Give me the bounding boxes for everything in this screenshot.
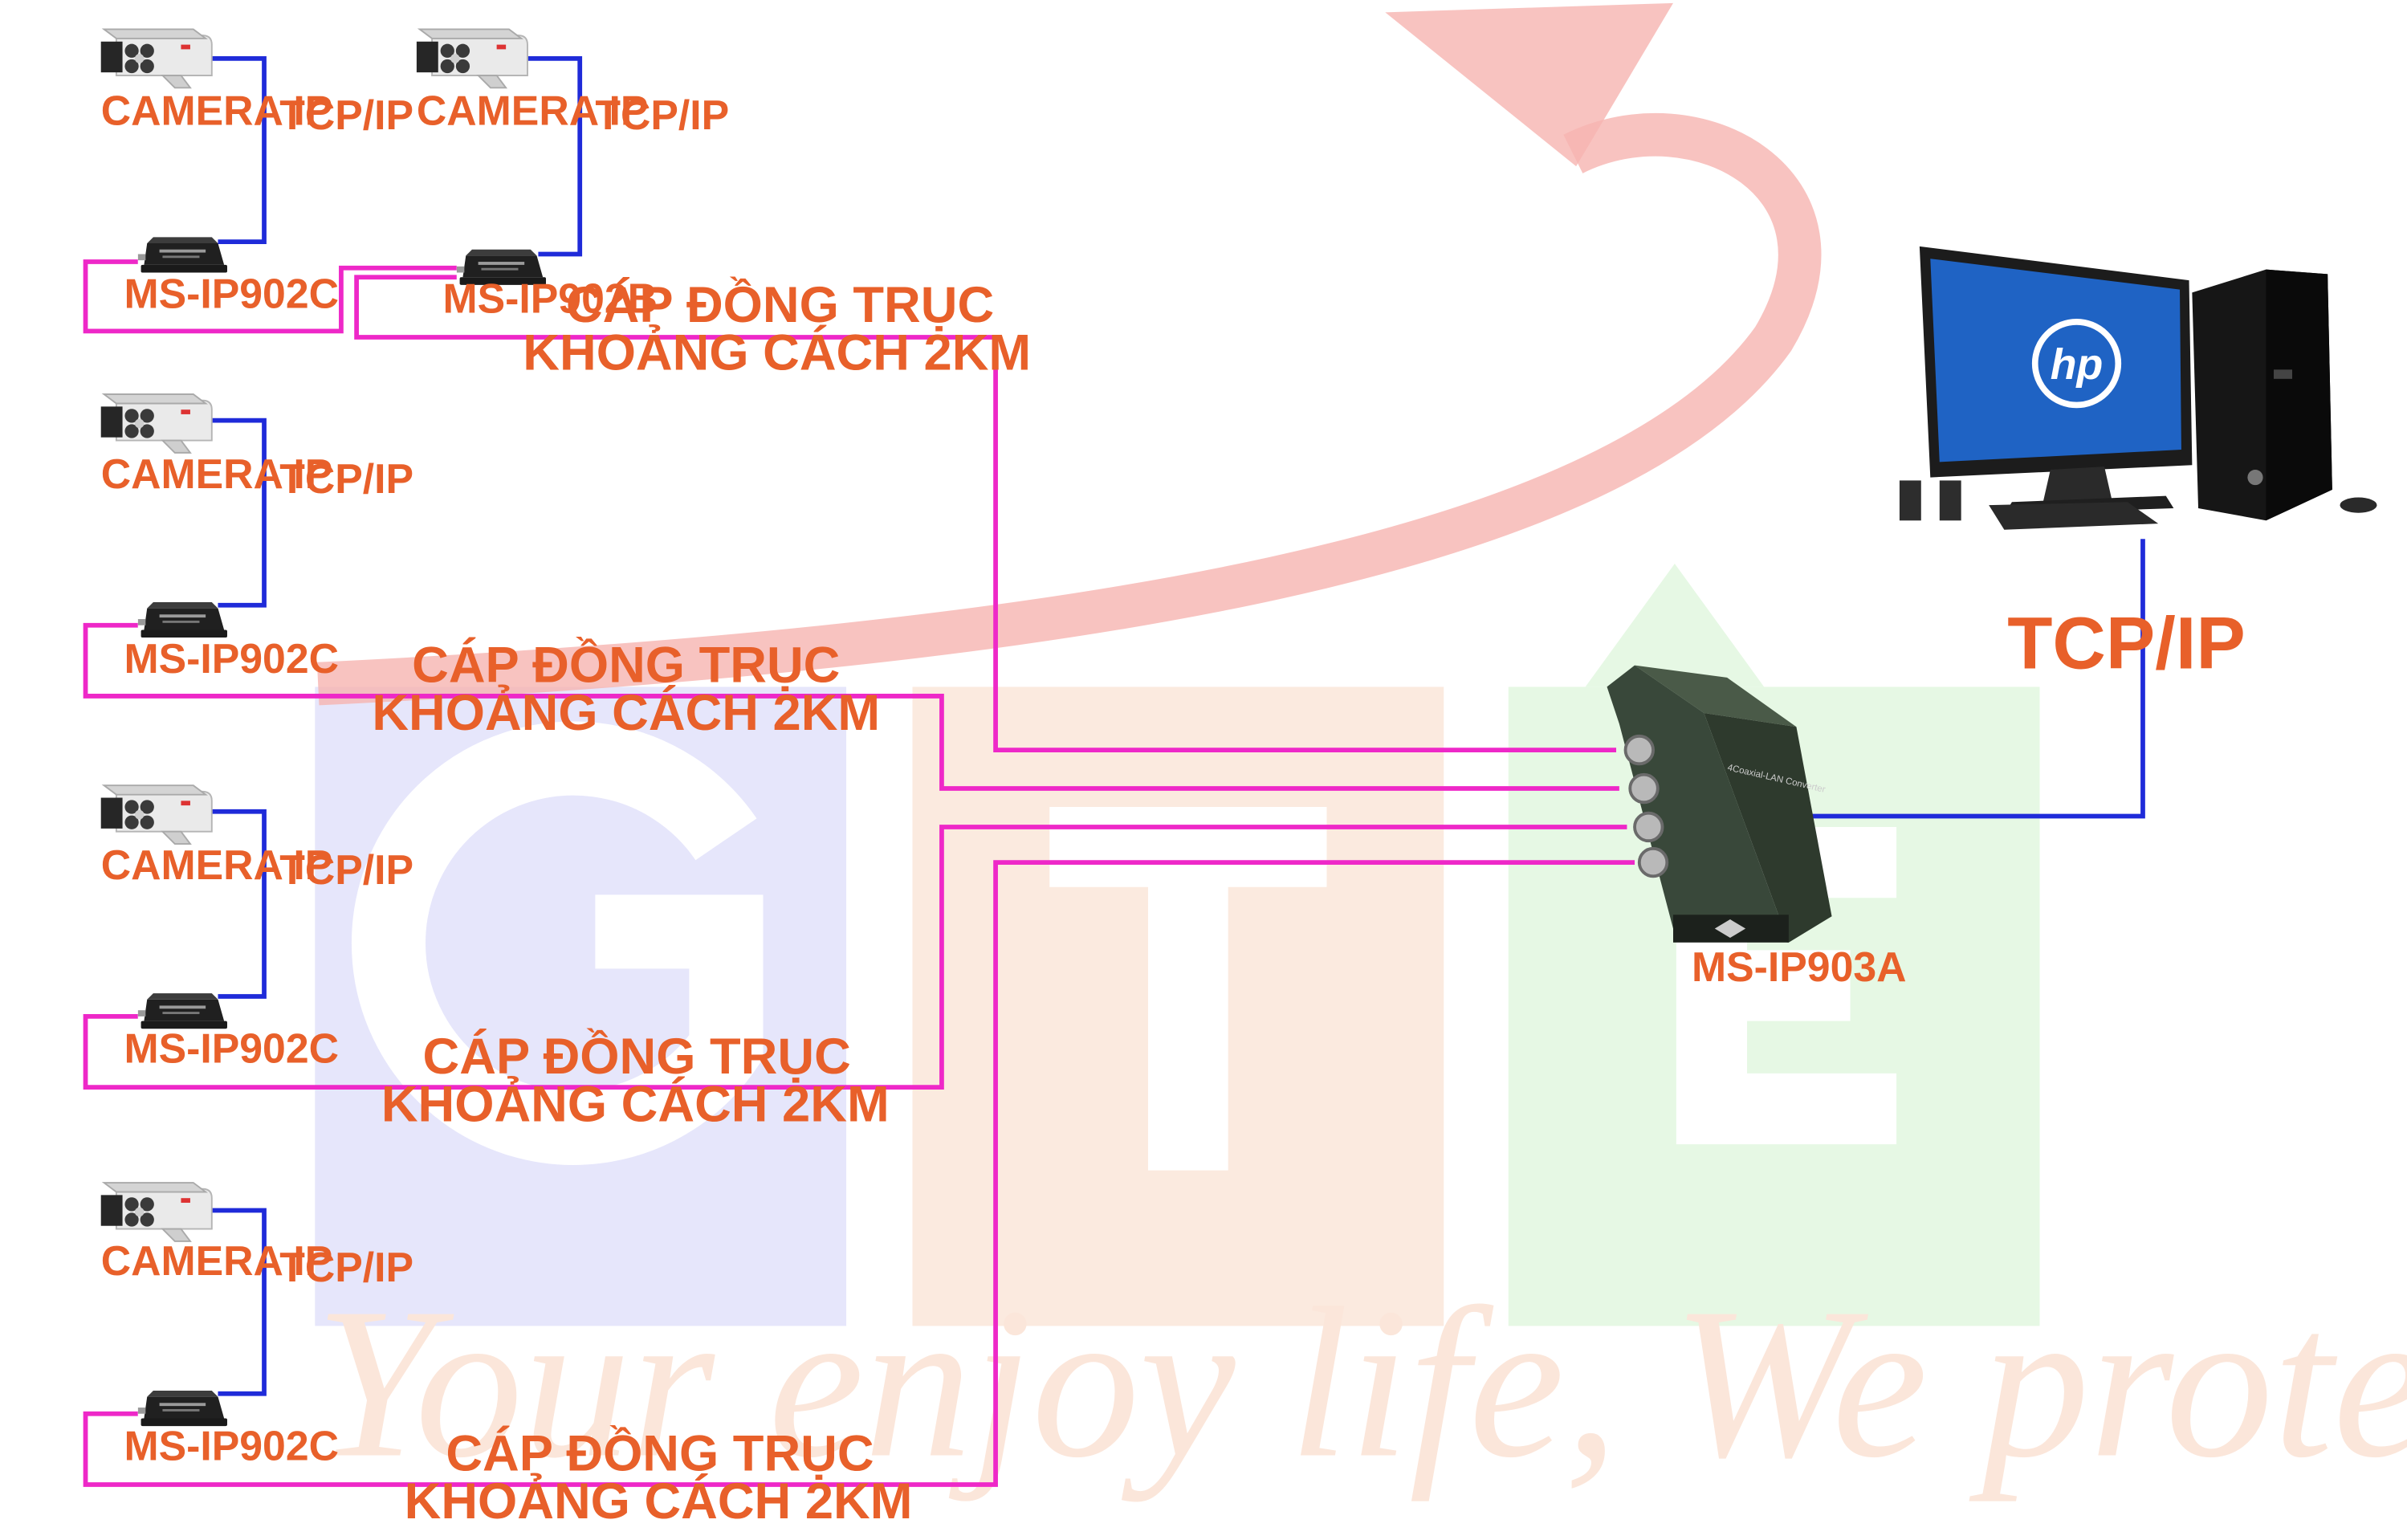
bnc-port-1 [1623, 734, 1655, 766]
cable-type-label: CÁP ĐỒNG TRỤC [566, 276, 994, 333]
camera-label: CAMERA IP [101, 450, 333, 497]
ethernet-cable-5 [210, 1208, 267, 1396]
monitor-stand [2042, 466, 2112, 504]
encoder-5: MS-IP902C [124, 1390, 339, 1469]
receiver-ms-ip903a: 4Coaxial-LAN Converter MS-IP903A [1607, 665, 1907, 990]
ip-encoder-icon [137, 601, 227, 638]
encoder-label: MS-IP902C [124, 1025, 339, 1071]
cable-label-4: CÁP ĐỒNG TRỤC KHOẢNG CÁCH 2KM [405, 1425, 913, 1530]
cable-distance-label: KHOẢNG CÁCH 2KM [372, 684, 880, 741]
camera-label: CAMERA IP [101, 87, 333, 133]
speaker-left-icon [1899, 480, 1921, 521]
encoder-label: MS-IP902B [443, 275, 658, 321]
camera-label: CAMERA IP [101, 841, 333, 888]
cable-label-1: CÁP ĐỒNG TRỤC KHOẢNG CÁCH 2KM [523, 276, 1031, 381]
coax-cable-link [83, 259, 457, 334]
ip-encoder-icon [137, 993, 227, 1029]
encoder-4: MS-IP902C [124, 993, 339, 1071]
ethernet-cable-3 [210, 418, 267, 608]
coax-lan-converter-icon: 4Coaxial-LAN Converter [1607, 665, 1832, 943]
speaker-right-icon [1939, 480, 1961, 521]
tcp-label-5: TCP/IP [279, 1244, 413, 1290]
coax-cables [83, 259, 1635, 1487]
bnc-port-2 [1628, 772, 1660, 805]
camera-ip-icon [100, 393, 213, 454]
ip-encoder-icon [137, 237, 227, 273]
hp-logo-text: hp [2051, 340, 2104, 389]
camera-ip-5: CAMERA IP [100, 1182, 333, 1284]
camera-label: CAMERA IP [417, 87, 649, 133]
ethernet-cable-2 [526, 56, 583, 257]
bnc-port-3 [1633, 811, 1664, 843]
cable-type-label: CÁP ĐỒNG TRỤC [423, 1028, 851, 1085]
logo-swoosh-arrow [316, 113, 1822, 706]
ethernet-cable-pc [1804, 539, 2145, 819]
hp-logo-icon [2031, 319, 2122, 409]
tower-logo-icon [2247, 469, 2263, 486]
camera-ip-2: CAMERA IP [415, 28, 649, 133]
logo-letter-g [352, 721, 764, 1165]
cable-distance-label: KHOẢNG CÁCH 2KM [381, 1075, 890, 1132]
camera-ip-3: CAMERA IP [100, 393, 333, 497]
encoder-3: MS-IP902C [124, 601, 339, 682]
ip-encoder-icon [137, 1390, 227, 1427]
cable-type-label: CÁP ĐỒNG TRỤC [446, 1425, 874, 1482]
logo-letter-t [1049, 807, 1327, 1171]
camera-ip-icon [100, 1182, 213, 1242]
logo-arrow-head [1385, 2, 1673, 167]
encoder-2: MS-IP902B [443, 249, 658, 321]
camera-ip-icon [100, 28, 213, 89]
monitor-screen [1930, 259, 2181, 462]
tcp-label-1: TCP/IP [279, 92, 413, 138]
coax-cable-3 [83, 825, 1627, 1090]
ethernet-cable-1 [210, 56, 267, 245]
cable-label-2: CÁP ĐỒNG TRỤC KHOẢNG CÁCH 2KM [372, 637, 880, 741]
camera-ip-icon [415, 28, 528, 89]
cable-distance-label: KHOẢNG CÁCH 2KM [405, 1473, 913, 1530]
tcp-label-4: TCP/IP [279, 846, 413, 893]
cable-distance-label: KHOẢNG CÁCH 2KM [523, 324, 1031, 381]
coax-cable-1 [354, 275, 1617, 752]
hp-desktop-computer-icon: hp [1899, 246, 2377, 530]
camera-ip-4: CAMERA IP [100, 784, 333, 888]
mouse-icon [2340, 497, 2377, 513]
logo-green-peak [1585, 563, 1765, 687]
cable-label-3: CÁP ĐỒNG TRỤC KHOẢNG CÁCH 2KM [381, 1028, 890, 1132]
coax-cable-2 [83, 622, 1619, 791]
slogan-text: Your enjoy life, We protect yours [315, 1265, 2407, 1503]
tcp-label-2: TCP/IP [595, 92, 729, 138]
cable-type-label: CÁP ĐỒNG TRỤC [412, 637, 840, 694]
encoder-label: MS-IP902C [124, 635, 339, 682]
encoder-label: MS-IP902C [124, 1422, 339, 1469]
encoder-label: MS-IP902C [124, 271, 339, 317]
background-watermark: Your enjoy life, We protect yours [315, 2, 2407, 1503]
camera-label: CAMERA IP [101, 1237, 333, 1284]
bnc-port-4 [1637, 846, 1669, 878]
ethernet-cable-4 [210, 809, 267, 999]
ethernet-cables [210, 56, 2145, 1396]
receiver-label: MS-IP903A [1692, 943, 1907, 990]
keyboard-icon [1989, 502, 2159, 530]
usb-ports-icon [2274, 369, 2293, 379]
coax-cable-4 [83, 860, 1635, 1487]
tcp-label-main: TCP/IP [2007, 601, 2246, 684]
tcp-label-3: TCP/IP [279, 455, 413, 502]
camera-ip-1: CAMERA IP [100, 28, 333, 133]
encoder-1: MS-IP902C [124, 237, 339, 317]
camera-ip-icon [100, 784, 213, 845]
